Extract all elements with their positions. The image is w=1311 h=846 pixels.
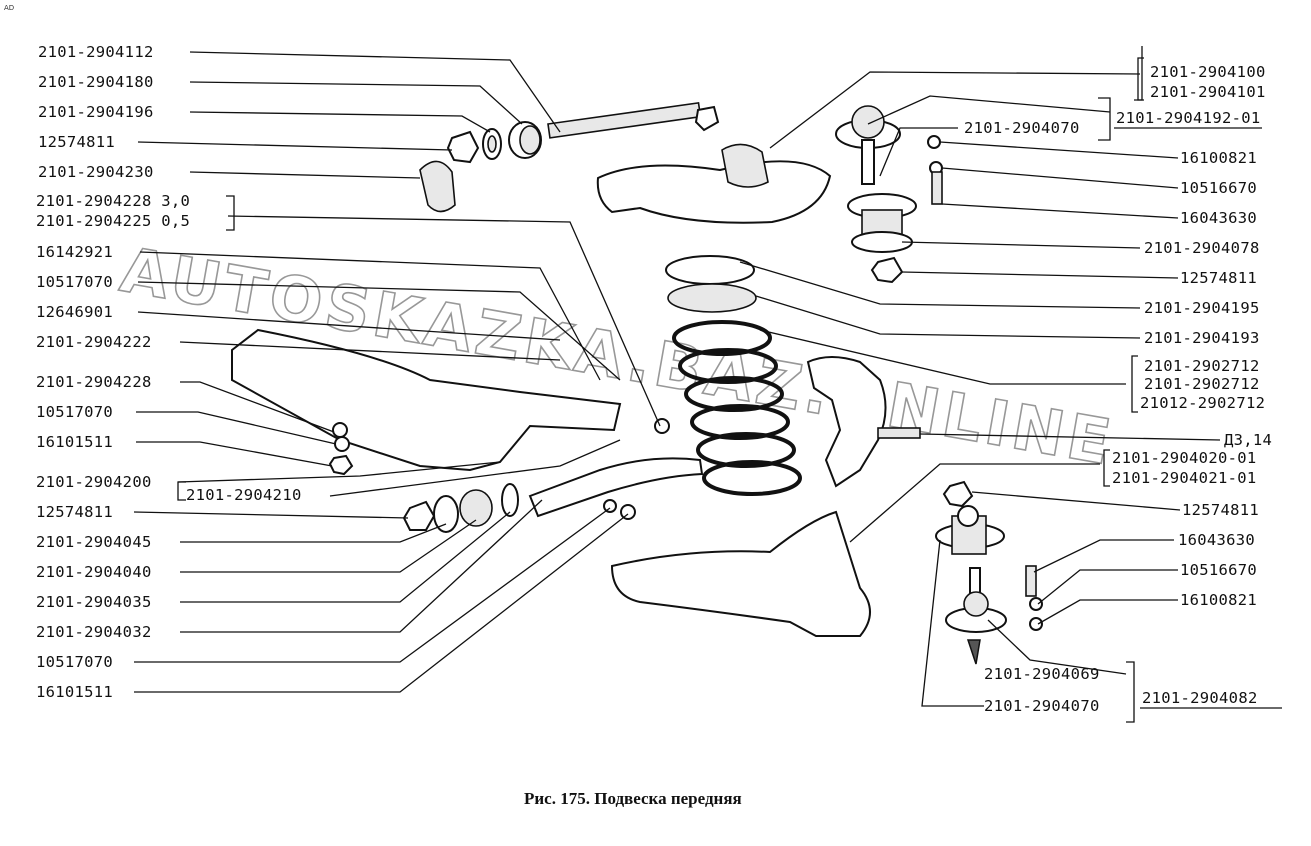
label-right: 2101-2904070 [964,119,1080,137]
bracket-2904082 [1126,661,1135,723]
lower-right-bolt [1025,565,1037,597]
label-left: 2101-2904112 [38,43,154,61]
label-left: 2101-2904040 [36,563,152,581]
label-left: 2101-2904045 [36,533,152,551]
left-washer [332,422,348,438]
leader-lines [133,46,1221,707]
label-left: 2101-2904228 [36,373,152,391]
label-right: 2101-2904192-01 [1116,109,1260,127]
label-left: 2101-2904032 [36,623,152,641]
label-left: 12574811 [36,503,113,521]
bracket-2902712 [1131,355,1138,413]
lower-right-spring-washer [1029,597,1043,611]
label-right: 16043630 [1180,209,1257,227]
left-spring-washer [334,436,350,452]
label-right: 2101-2904070 [984,697,1100,715]
label-left: 2101-2904222 [36,333,152,351]
upper-control-arm [596,160,832,224]
label-left: 2101-2904035 [36,593,152,611]
upper-ball-joint [835,105,901,185]
coil-spring [672,320,802,496]
left-labels: 2101-2904112 2101-2904180 2101-2904196 1… [36,43,302,701]
label-right: 2101-2904020-01 [1112,449,1256,467]
spring-support-cup [667,283,757,313]
steering-knuckle [806,356,887,488]
label-left: 10517070 [36,403,113,421]
label-right: 21012-2902712 [1140,394,1265,412]
corner-mark: AD [4,4,14,12]
label-right: 16043630 [1178,531,1255,549]
strut-nut [620,504,636,520]
label-left: 2101-2904210 [186,486,302,504]
left-nut [328,454,354,476]
figure-caption: Рис. 175. Подвеска передняя [524,789,742,808]
label-right: 2101-2904100 [1150,63,1266,81]
right-upper-bolt [931,171,943,205]
upper-buffer-bracket [847,193,917,284]
label-left: 2101-2904180 [38,73,154,91]
spring-upper-insulator [665,255,755,285]
knuckle-pin [877,427,921,439]
label-right: 12574811 [1182,501,1259,519]
bracket-2904192 [1098,97,1111,141]
label-left: 16101511 [36,683,113,701]
lower-ball-pin [945,567,1007,665]
label-left: 2101-2904228 3,0 [36,192,190,210]
label-left: 10517070 [36,273,113,291]
label-right: 2101-2904082 [1142,689,1258,707]
strut-washer [603,499,617,513]
label-right: Д3,14 [1224,431,1272,449]
lower-right-nut [1029,617,1043,631]
label-left: 16142921 [36,243,113,261]
label-left: 12646901 [36,303,113,321]
label-right: 2101-2904021-01 [1112,469,1256,487]
right-labels: 2101-2904100 2101-2904101 2101-2904070 2… [964,63,1272,715]
strut-bushings [402,483,519,533]
label-right: 10516670 [1180,179,1257,197]
label-right: 2101-2902712 [1144,357,1260,375]
label-right: 2101-2902712 [1144,375,1260,393]
label-left: 12574811 [38,133,115,151]
upper-arm-bushing [721,143,769,188]
label-right: 2101-2904195 [1144,299,1260,317]
lower-ball-joint [935,480,1005,555]
right-upper-washer [927,135,941,149]
upper-arm-bolt [547,101,720,139]
label-right: 2101-2904078 [1144,239,1260,257]
cross-member [231,328,622,472]
label-right: 2101-2904193 [1144,329,1260,347]
shim-washer [654,418,670,434]
bracket-2904020 [1103,449,1110,487]
rubber-buffer [419,160,456,213]
upper-bushing [446,121,542,164]
label-right: 2101-2904069 [984,665,1100,683]
label-left: 2101-2904230 [38,163,154,181]
label-left: 2101-2904200 [36,473,152,491]
label-right: 10516670 [1180,561,1257,579]
label-left: 2101-2904225 0,5 [36,212,190,230]
label-left: 16101511 [36,433,113,451]
label-left: 10517070 [36,653,113,671]
strut-rod [528,457,704,518]
label-right: 16100821 [1180,149,1257,167]
label-right: 12574811 [1180,269,1257,287]
label-right: 16100821 [1180,591,1257,609]
lower-control-arm [610,510,871,637]
bracket-2904100 [1137,57,1144,101]
bracket-2904210 [177,481,186,501]
bracket-2904228 [226,195,235,231]
label-right: 2101-2904101 [1150,83,1266,101]
label-left: 2101-2904196 [38,103,154,121]
